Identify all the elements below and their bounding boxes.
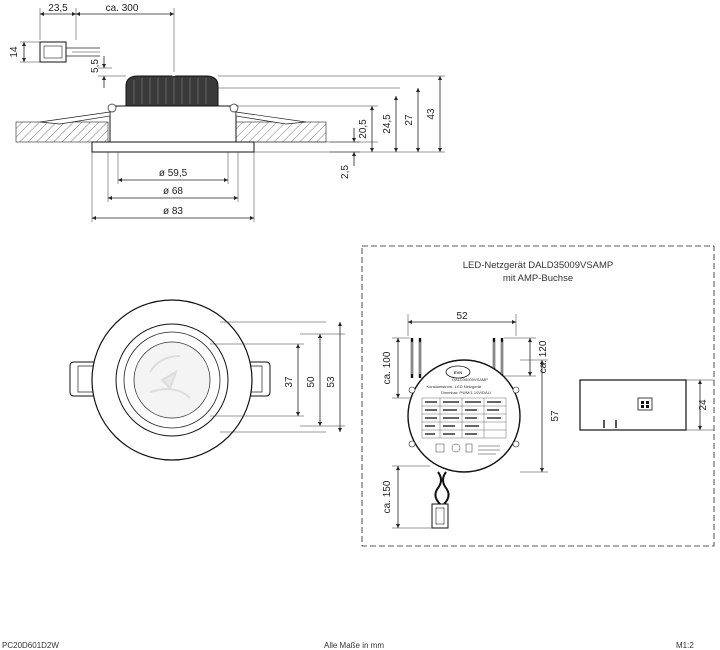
drawing-code: PC20D601D2W xyxy=(2,641,59,650)
scale: M1:2 xyxy=(676,641,694,650)
dim-24-5: 24,5 xyxy=(382,114,393,134)
driver-frame xyxy=(361,245,715,547)
driver-socket xyxy=(637,397,653,411)
dim-43: 43 xyxy=(426,108,437,120)
dim-dia-59-5: ø 59,5 xyxy=(159,168,188,179)
dim-57: 57 xyxy=(550,410,561,422)
dim-24: 24 xyxy=(698,399,709,411)
brand-logo xyxy=(445,365,471,379)
heatsink xyxy=(125,75,219,107)
label-line-b: LED Netzgerät xyxy=(455,384,482,389)
spec-table xyxy=(421,397,507,439)
dim-52: 52 xyxy=(456,311,468,322)
dim-ca-150: ca. 150 xyxy=(382,480,393,513)
dim-dia-68: ø 68 xyxy=(163,186,183,197)
ceiling-left xyxy=(15,121,109,143)
side-view: 23,5 ca. 300 14 5,5 20,5 24,5 27 43 2,5 xyxy=(9,3,445,222)
dim-dia-83: ø 83 xyxy=(163,206,183,217)
driver-title-line2: mit AMP-Buchse xyxy=(503,273,573,284)
dim-ca-300: ca. 300 xyxy=(106,3,139,14)
dim-20-5: 20,5 xyxy=(358,119,369,139)
approval-marks-icon xyxy=(435,443,500,455)
dim-37: 37 xyxy=(284,376,295,388)
cable xyxy=(100,51,175,77)
dim-50: 50 xyxy=(306,376,317,388)
housing xyxy=(109,105,237,143)
footer: PC20D601D2W Alle Maße in mm M1:2 xyxy=(2,641,694,650)
spec-table-text xyxy=(425,401,501,435)
dim-5-5: 5,5 xyxy=(90,59,101,73)
driver-side-view xyxy=(579,379,687,431)
label-model: DALD35009VSAMP xyxy=(452,377,488,382)
dim-27: 27 xyxy=(404,114,415,126)
label-line-a: Konstantstrom- xyxy=(426,384,454,389)
lens-reflection-icon xyxy=(149,355,191,399)
spring-clip-right xyxy=(235,111,307,125)
dim-ca-120: ca. 120 xyxy=(538,340,549,373)
dim-23-5: 23,5 xyxy=(48,3,68,14)
driver-title-line1: LED-Netzgerät DALD35009VSAMP xyxy=(463,260,614,271)
trim-ring xyxy=(91,141,255,153)
ceiling-right xyxy=(235,121,327,143)
brand-logo-text: EVN xyxy=(454,370,462,375)
spring-clip-left xyxy=(39,111,111,125)
units-note: Alle Maße in mm xyxy=(324,641,384,650)
dim-ca-100: ca. 100 xyxy=(382,351,393,384)
top-view: 37 50 53 xyxy=(69,299,345,461)
dim-2-5: 2,5 xyxy=(340,165,351,179)
driver-panel: LED-Netzgerät DALD35009VSAMP mit AMP-Buc… xyxy=(361,245,715,547)
dim-53: 53 xyxy=(326,376,337,388)
dim-14: 14 xyxy=(9,46,20,58)
label-line-c: Dimmbar: PWM/1-10V/DALI xyxy=(441,390,491,395)
